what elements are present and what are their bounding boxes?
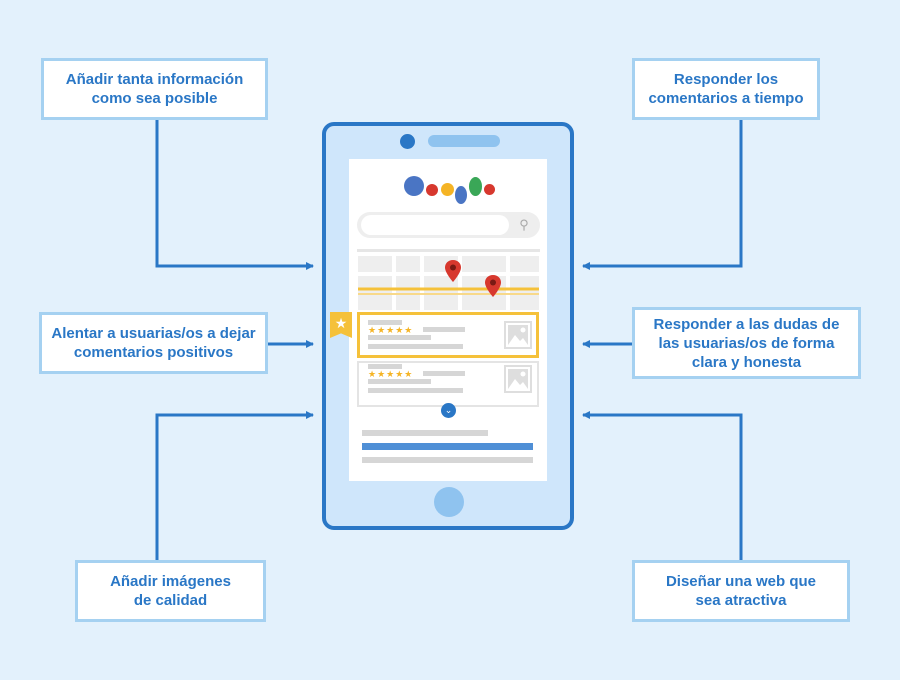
speaker-grille	[428, 135, 500, 147]
logo-dot	[455, 186, 467, 204]
box-reply-reviews: Responder los comentarios a tiempo	[632, 58, 820, 120]
search-icon: ⚲	[519, 217, 529, 232]
highlight-bar	[362, 443, 533, 450]
logo-dot	[469, 177, 482, 196]
arrow-add-images	[155, 411, 314, 560]
box-answer-questions-text: Responder a las dudas de las usuarias/os…	[653, 315, 840, 371]
divider	[357, 249, 540, 252]
box-encourage-reviews-text: Alentar a usuarias/os a dejar comentario…	[51, 325, 256, 361]
box-design-web-text: Diseñar una web que sea atractiva	[665, 573, 817, 609]
arrow-add-info	[155, 120, 314, 270]
placeholder-bar	[362, 430, 488, 436]
arrow-reply	[582, 120, 743, 270]
box-add-images: Añadir imágenes de calidad	[75, 560, 266, 622]
box-add-info-text: Añadir tanta información como sea posibl…	[65, 71, 244, 107]
placeholder-bar	[423, 371, 465, 376]
image-icon	[504, 365, 532, 393]
logo-dot	[484, 184, 495, 195]
placeholder-bar	[423, 327, 465, 332]
camera-icon	[400, 134, 415, 149]
box-reply-reviews-text: Responder los comentarios a tiempo	[648, 71, 804, 107]
search-input	[361, 215, 509, 235]
image-icon	[504, 321, 532, 349]
placeholder-bar	[368, 320, 402, 325]
box-design-web: Diseñar una web que sea atractiva	[632, 560, 850, 622]
placeholder-bar	[362, 457, 533, 463]
home-button	[434, 487, 464, 517]
chevron-down-icon: ⌄	[441, 403, 456, 418]
logo-dot	[404, 176, 424, 196]
rating-stars: ★★★★★	[368, 369, 414, 379]
placeholder-bar	[368, 364, 402, 369]
box-add-images-text: Añadir imágenes de calidad	[110, 573, 231, 609]
map-pin-icon	[445, 260, 461, 282]
box-add-info: Añadir tanta información como sea posibl…	[41, 58, 268, 120]
star-badge-icon: ★	[330, 312, 352, 338]
placeholder-bar	[368, 335, 431, 340]
rating-stars: ★★★★★	[368, 325, 414, 335]
box-answer-questions: Responder a las dudas de las usuarias/os…	[632, 307, 861, 379]
logo-dot	[441, 183, 454, 196]
logo-dot	[426, 184, 438, 196]
box-encourage-reviews: Alentar a usuarias/os a dejar comentario…	[39, 312, 268, 374]
arrow-design	[582, 411, 743, 560]
map-pin-icon	[485, 275, 501, 297]
placeholder-bar	[368, 388, 463, 393]
placeholder-bar	[368, 344, 463, 349]
placeholder-bar	[368, 379, 431, 384]
